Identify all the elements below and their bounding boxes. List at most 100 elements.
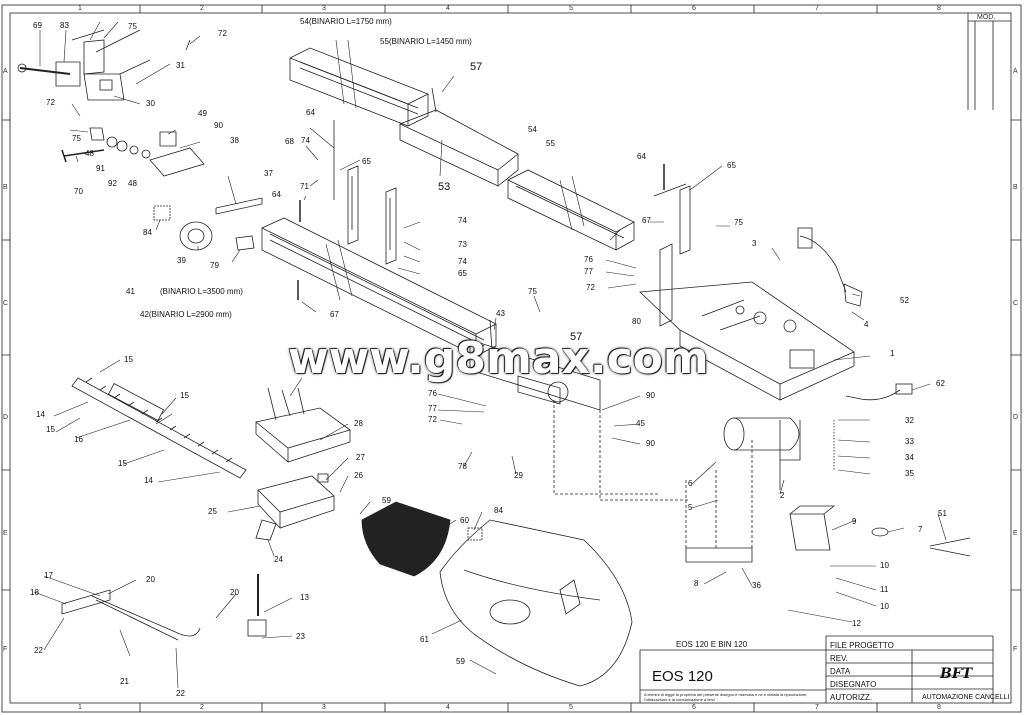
part-number: 6 — [688, 479, 693, 488]
ruler-row-e: E — [3, 530, 8, 537]
part-number: 83 — [60, 21, 69, 30]
part-number: 84 — [494, 506, 503, 515]
part-number: 43 — [496, 309, 505, 318]
part-number: 5 — [688, 503, 693, 512]
part-number: 32 — [905, 416, 914, 425]
part-number: 59 — [456, 657, 465, 666]
rack-14 — [71, 377, 247, 479]
part-number: 24 — [274, 555, 283, 564]
release-knob-13 — [247, 574, 267, 637]
part-number: 76 — [428, 389, 437, 398]
part-number: 15 — [180, 391, 189, 400]
title-block-lines — [639, 635, 994, 703]
drawing-subtitle: EOS 120 E BIN 120 — [676, 640, 748, 649]
part-number: 75 — [528, 287, 537, 296]
part-number: 72 — [586, 283, 595, 292]
part-number: 84 — [143, 228, 152, 237]
part-number: 39 — [177, 256, 186, 265]
part-number: 28 — [354, 419, 363, 428]
watermark-url: www.g8max.com — [288, 333, 709, 384]
part-number: 48 — [128, 179, 137, 188]
part-number: 22 — [176, 689, 185, 698]
part-number: 70 — [74, 187, 83, 196]
part-number: 18 — [30, 588, 39, 597]
company-logo: BFT — [940, 666, 973, 682]
part-number: 48 — [85, 149, 94, 158]
part-number: 75 — [72, 134, 81, 143]
cable-62 — [845, 389, 901, 401]
part-number: 37 — [264, 169, 273, 178]
ruler-col-7-bottom: 7 — [815, 704, 819, 711]
rev-label: REV. — [830, 654, 848, 663]
rail-label-1450: 55(BINARIO L=1450 mm) — [380, 37, 472, 46]
part-number: 91 — [96, 164, 105, 173]
ruler-col-4: 4 — [446, 5, 450, 12]
part-number: 74 — [458, 216, 467, 225]
file-progetto-label: FILE PROGETTO — [830, 641, 894, 650]
part-number: 76 — [584, 255, 593, 264]
part-number: 54 — [528, 125, 537, 134]
carriage-25 — [257, 475, 335, 530]
part-number: 61 — [420, 635, 429, 644]
part-number: 14 — [36, 410, 45, 419]
ruler-col-3-bottom: 3 — [322, 704, 326, 711]
part-number: 52 — [900, 296, 909, 305]
mod-label: MOD. — [977, 14, 996, 21]
drawing-title: EOS 120 — [652, 668, 713, 685]
cover-61 — [439, 519, 633, 687]
part-number: 15 — [46, 425, 55, 434]
base-8 — [685, 547, 753, 563]
hanging-bracket-80 — [659, 243, 673, 327]
ruler-row-a: A — [3, 68, 8, 75]
ruler-row-c: C — [3, 300, 9, 307]
ruler-row-e-right: E — [1013, 530, 1018, 537]
ruler-col-8: 8 — [937, 5, 941, 12]
part-number: 29 — [514, 471, 523, 480]
part-number: 21 — [120, 677, 129, 686]
release-lever-21 — [61, 589, 201, 641]
inner-frame — [9, 12, 1012, 704]
part-number: 68 — [285, 137, 294, 146]
ruler-col-8-bottom: 8 — [937, 704, 941, 711]
part-number: 80 — [632, 317, 641, 326]
lever-24 — [255, 519, 277, 541]
grille-60 — [361, 501, 451, 577]
part-number: 74 — [301, 136, 310, 145]
part-number: 64 — [306, 108, 315, 117]
hanging-bracket-65a — [347, 165, 359, 245]
front-bracket-assembly — [17, 29, 263, 251]
ruler-col-1: 1 — [78, 5, 82, 12]
part-number: 3 — [752, 239, 757, 248]
part-number: 60 — [460, 516, 469, 525]
ruler-ticks-top — [2, 5, 1021, 712]
part-number: 74 — [458, 257, 467, 266]
part-number: 75 — [734, 218, 743, 227]
ruler-row-f: F — [3, 646, 8, 653]
part-number: 27 — [356, 453, 365, 462]
ruler-col-5: 5 — [569, 5, 573, 12]
ruler-col-5-bottom: 5 — [569, 704, 573, 711]
leader-lines — [33, 21, 947, 689]
part-number: 1 — [890, 349, 895, 358]
part-number: 15 — [118, 459, 127, 468]
part-number: 38 — [230, 136, 239, 145]
sensor-7 — [871, 527, 889, 537]
part-number: 73 — [458, 240, 467, 249]
part-number: 72 — [428, 415, 437, 424]
part-number: 67 — [642, 216, 651, 225]
part-number: 65 — [727, 161, 736, 170]
part-number: 64 — [272, 190, 281, 199]
part-number: 7 — [918, 525, 923, 534]
part-number: 8 — [694, 579, 699, 588]
part-number: 62 — [936, 379, 945, 388]
part-number: 15 — [124, 355, 133, 364]
part-number: 53 — [438, 181, 451, 193]
hanging-bracket-65b — [385, 187, 397, 265]
part-number: 35 — [905, 469, 914, 478]
legal-notice: A termini di legge la proprietà del pres… — [644, 692, 808, 702]
part-number: 65 — [458, 269, 467, 278]
part-number: 90 — [646, 391, 655, 400]
part-number: 26 — [354, 471, 363, 480]
hanging-bracket-65c — [653, 183, 691, 255]
part-number: 10 — [880, 561, 889, 570]
